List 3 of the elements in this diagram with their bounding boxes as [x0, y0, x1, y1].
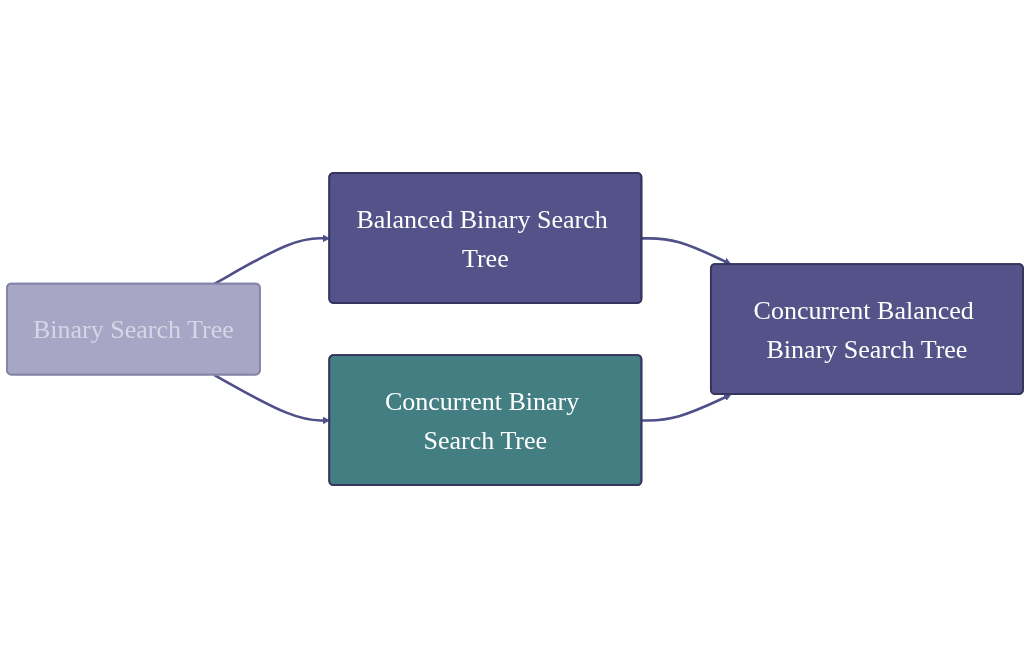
arrow	[641, 237, 732, 265]
arrow	[641, 393, 732, 422]
arrow	[213, 373, 330, 425]
